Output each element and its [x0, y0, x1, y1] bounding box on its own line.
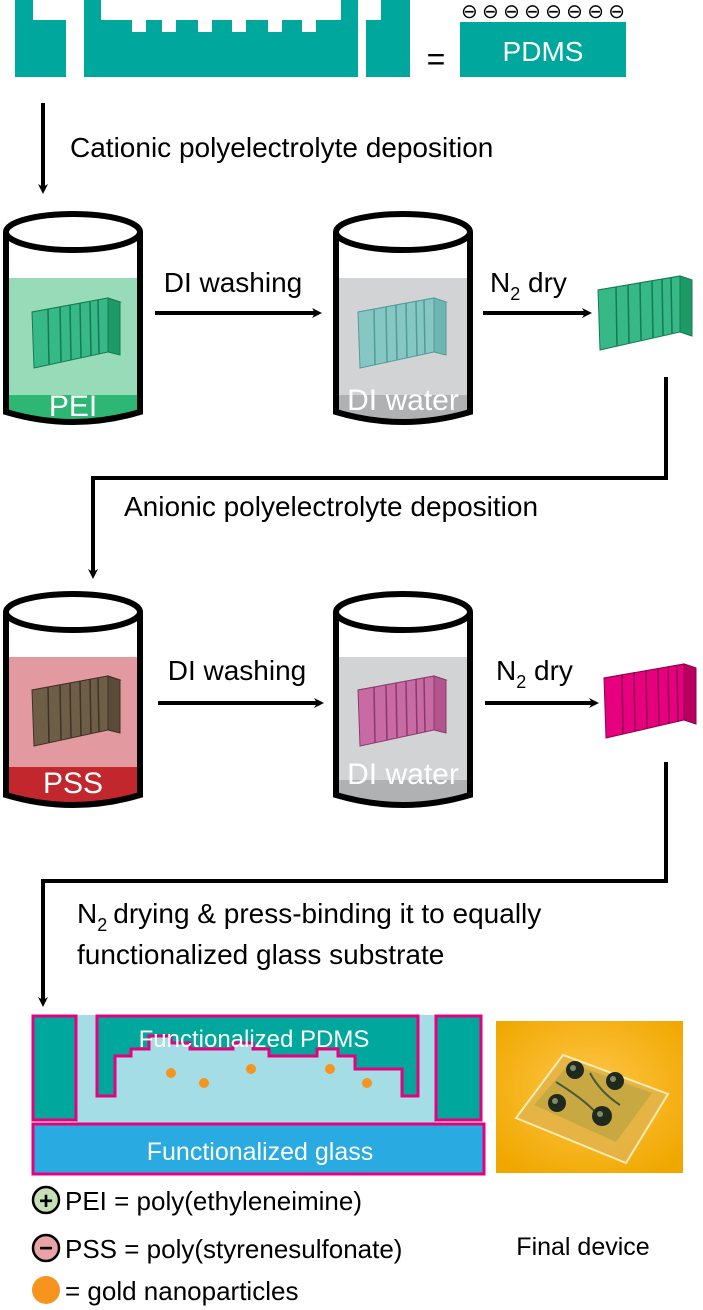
legend-pei: PEI = poly(ethyleneimine) [65, 1186, 362, 1216]
n2-dry-row2: N2 dry [496, 655, 573, 692]
final-device-label: Final device [516, 1233, 649, 1261]
step-cationic: Cationic polyelectrolyte deposition [70, 132, 493, 163]
negative-charges: ⊖⊖⊖⊖⊖⊖⊖⊖ [461, 1, 625, 23]
final-device-photo [496, 1021, 683, 1173]
mold-center-block [84, 0, 358, 77]
left-post [31, 1014, 78, 1122]
device-cross-section [31, 1014, 486, 1176]
wash-label-row1: DI washing [164, 267, 303, 298]
dried-chip-green [597, 275, 693, 351]
pdms-chip-teal [357, 297, 448, 369]
plus-charge-symbol: + [39, 1188, 53, 1215]
step-anionic: Anionic polyelectrolyte deposition [124, 491, 538, 522]
beaker-di-water-1 [333, 211, 473, 425]
step-binding-line2: functionalized glass substrate [77, 939, 444, 970]
beaker-di-water-2-label: DI water [347, 758, 459, 791]
pdms-chip-pink [357, 675, 448, 747]
gold-nanoparticle [246, 1064, 256, 1074]
functionalized-pdms-block [95, 1014, 420, 1098]
mold-left-post [15, 0, 66, 77]
legend-gold: = gold nanoparticles [65, 1276, 298, 1306]
pdms-chip-brown [31, 675, 122, 747]
arrow-step3 [38, 762, 668, 1007]
glass-substrate [31, 1122, 486, 1176]
mold-right-post [366, 0, 410, 77]
gold-nanoparticle [166, 1068, 176, 1078]
gold-nanoparticle [325, 1064, 335, 1074]
arrow-step2 [88, 377, 668, 579]
beaker-pei-label: PEI [49, 390, 97, 423]
n2-dry-row1: N2 dry [490, 267, 567, 304]
minus-charge-symbol: − [39, 1235, 53, 1262]
device-glass-label: Functionalized glass [147, 1138, 374, 1166]
gold-nanoparticle-icon [32, 1276, 60, 1304]
beaker-pei [3, 211, 143, 425]
equals-sign: = [427, 41, 446, 77]
plus-charge-icon [31, 1185, 61, 1215]
device-pdms-label: Functionalized PDMS [139, 1026, 370, 1053]
dried-chip-magenta [603, 663, 697, 739]
beaker-di-water-2 [333, 591, 473, 808]
wash-label-row2: DI washing [168, 655, 307, 686]
right-post [434, 1014, 483, 1122]
gold-nanoparticle [362, 1078, 372, 1088]
beaker-pss [3, 591, 143, 808]
beaker-pss-label: PSS [43, 767, 103, 800]
minus-charge-icon [31, 1233, 61, 1263]
pdms-block [460, 22, 626, 77]
pdms-block-label: PDMS [503, 36, 584, 67]
pdms-mold [15, 0, 410, 77]
legend: + PEI = poly(ethyleneimine) − PSS = poly… [31, 1185, 402, 1306]
gold-nanoparticle [199, 1078, 209, 1088]
beaker-di-water-1-label: DI water [347, 384, 459, 417]
legend-pss: PSS = poly(styrenesulfonate) [65, 1234, 402, 1264]
pdms-chip-green [31, 297, 122, 369]
